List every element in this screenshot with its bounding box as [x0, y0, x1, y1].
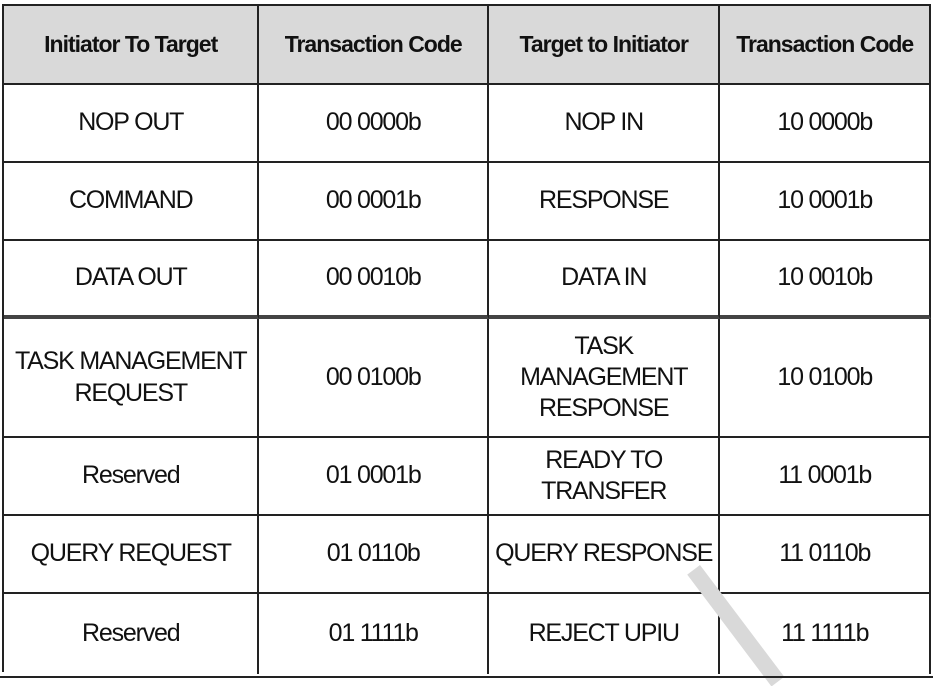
code-cell: 11 1111b	[720, 594, 931, 674]
table-bottom-divider	[0, 676, 933, 678]
code-cell: 10 0000b	[720, 85, 931, 163]
table-header-row: Initiator To Target Transaction Code Tar…	[4, 6, 931, 85]
initiator-cell: DATA OUT	[4, 241, 260, 319]
table-row: Reserved 01 1111b REJECT UPIU 11 1111b	[4, 594, 931, 674]
code-cell: 00 0001b	[259, 163, 489, 241]
code-cell: 00 0010b	[259, 241, 489, 319]
target-cell: DATA IN	[488, 241, 721, 319]
initiator-cell: Reserved	[4, 438, 260, 516]
target-cell: RESPONSE	[488, 163, 721, 241]
header-initiator-to-target: Initiator To Target	[4, 6, 260, 85]
code-cell: 11 0110b	[720, 516, 931, 594]
initiator-cell: Reserved	[4, 594, 260, 674]
table-row: Reserved 01 0001b READY TO TRANSFER 11 0…	[4, 438, 931, 516]
target-cell: QUERY RESPONSE	[488, 516, 721, 594]
table-row: COMMAND 00 0001b RESPONSE 10 0001b	[4, 163, 931, 241]
target-cell: TASK MANAGEMENT RESPONSE	[488, 319, 721, 438]
initiator-cell: TASK MANAGEMENT REQUEST	[4, 319, 260, 438]
table-row: DATA OUT 00 0010b DATA IN 10 0010b	[4, 241, 931, 319]
header-transaction-code-1: Transaction Code	[259, 6, 489, 85]
code-cell: 10 0001b	[720, 163, 931, 241]
code-cell: 00 0100b	[259, 319, 489, 438]
table-row: NOP OUT 00 0000b NOP IN 10 0000b	[4, 85, 931, 163]
header-target-to-initiator: Target to Initiator	[488, 6, 721, 85]
target-cell: REJECT UPIU	[489, 594, 721, 674]
initiator-cell: COMMAND	[4, 163, 260, 241]
table-row: QUERY REQUEST 01 0110b QUERY RESPONSE 11…	[4, 516, 931, 594]
code-cell: 01 1111b	[259, 594, 489, 674]
code-cell: 11 0001b	[720, 438, 931, 516]
code-cell: 10 0010b	[720, 241, 931, 319]
target-cell: READY TO TRANSFER	[488, 438, 721, 516]
table-row: TASK MANAGEMENT REQUEST 00 0100b TASK MA…	[4, 319, 931, 438]
transaction-code-table: Initiator To Target Transaction Code Tar…	[2, 4, 931, 674]
initiator-cell: NOP OUT	[4, 85, 260, 163]
code-cell: 01 0001b	[259, 438, 489, 516]
code-cell: 00 0000b	[259, 85, 489, 163]
target-cell: NOP IN	[488, 85, 721, 163]
header-transaction-code-2: Transaction Code	[720, 6, 931, 85]
initiator-cell: QUERY REQUEST	[4, 516, 260, 594]
code-cell: 01 0110b	[259, 516, 489, 594]
code-cell: 10 0100b	[720, 319, 931, 438]
